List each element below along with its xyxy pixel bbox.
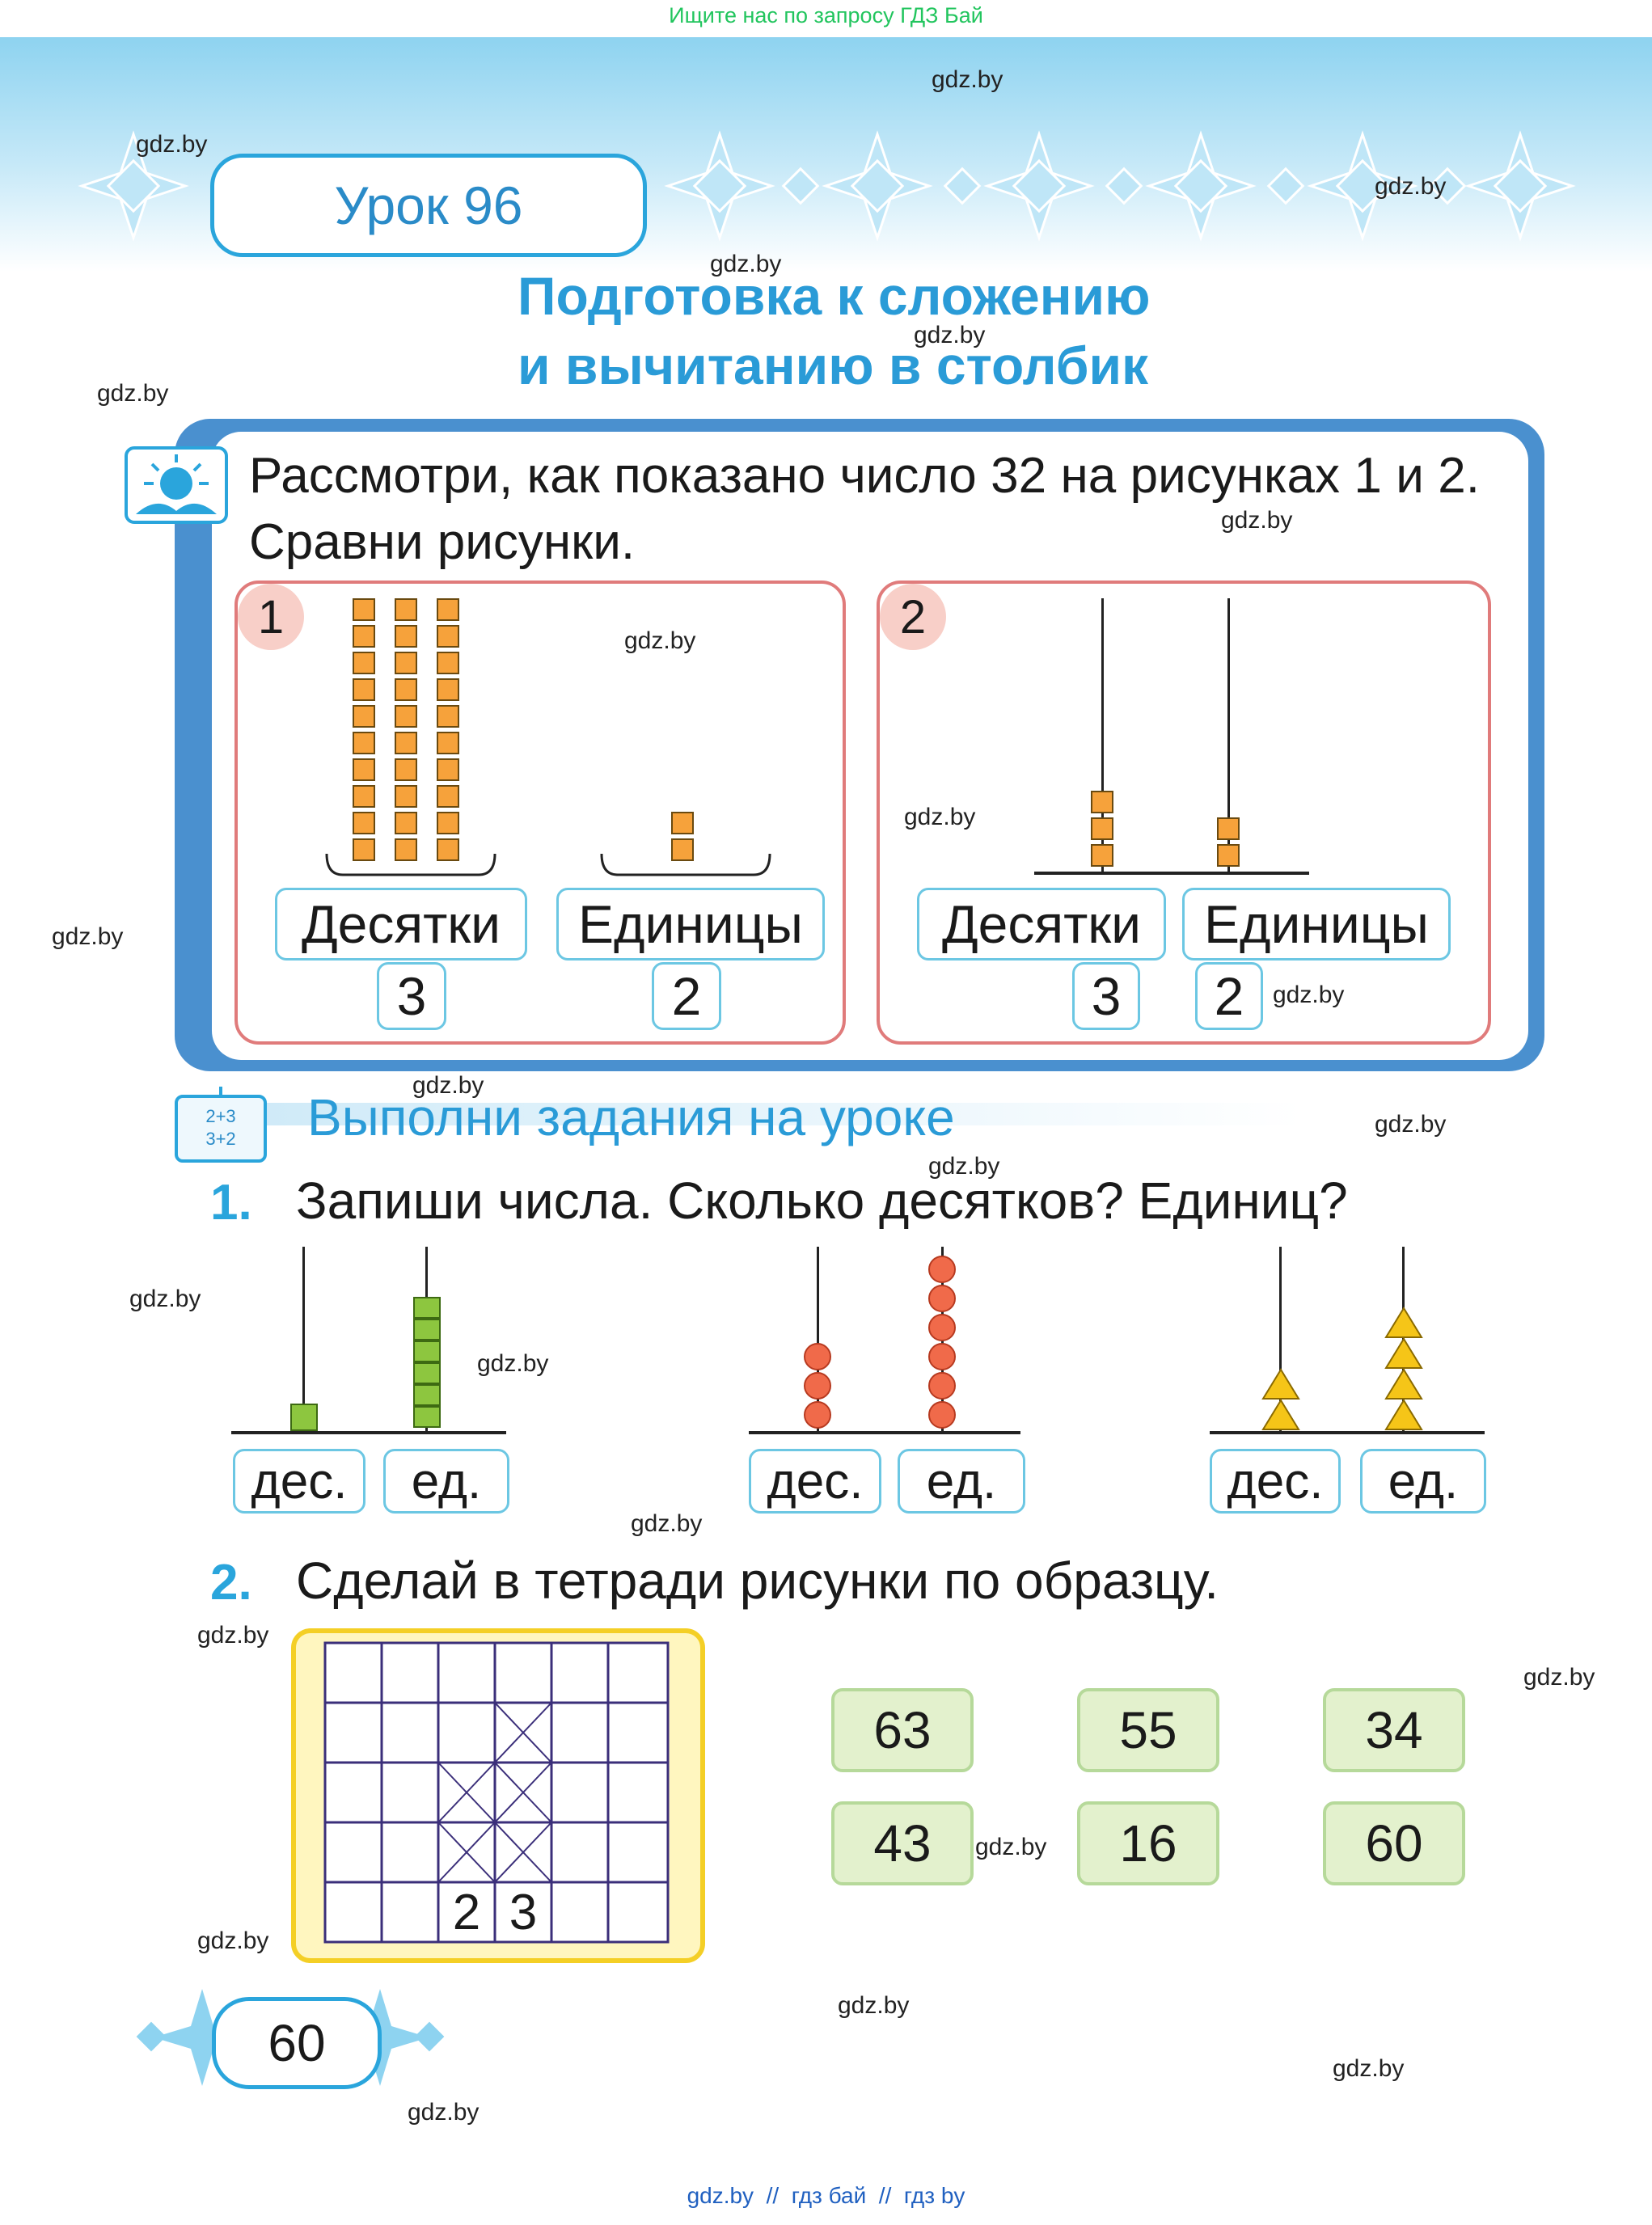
tens-label: Десятки xyxy=(275,888,527,961)
task-2-text: Сделай в тетради рисунки по образцу. xyxy=(296,1552,1219,1610)
book-sun-icon xyxy=(125,446,228,524)
heading-stripe xyxy=(251,1103,1302,1125)
board-icon-text-2: 3+2 xyxy=(205,1129,236,1149)
tens-square xyxy=(290,1404,318,1431)
watermark: gdz.by xyxy=(631,1510,703,1537)
tens-label: дес. xyxy=(1210,1449,1341,1514)
abacus-base xyxy=(1034,872,1309,875)
ones-rod-line xyxy=(1227,598,1230,873)
tens-beads xyxy=(804,1343,831,1429)
ones-label: ед. xyxy=(898,1449,1025,1514)
watermark: gdz.by xyxy=(904,804,976,830)
abacus-base xyxy=(1210,1431,1485,1434)
watermark: gdz.by xyxy=(1221,507,1293,534)
abacus-base xyxy=(231,1431,506,1434)
ones-label: ед. xyxy=(383,1449,509,1514)
watermark: gdz.by xyxy=(408,2099,480,2126)
watermark: gdz.by xyxy=(136,131,208,158)
lesson-tasks-heading: Выполни задания на уроке xyxy=(307,1088,955,1146)
board-icon-text-1: 2+3 xyxy=(205,1106,236,1126)
tens-rod-line xyxy=(302,1247,305,1433)
watermark: gdz.by xyxy=(52,923,124,950)
group-brackets xyxy=(325,853,771,876)
watermark: gdz.by xyxy=(624,627,696,654)
tens-value: 3 xyxy=(1072,962,1140,1030)
top-note: Ищите нас по запросу ГДЗ Бай xyxy=(669,3,983,27)
watermark: gdz.by xyxy=(914,322,986,348)
unit-cubes xyxy=(671,812,695,865)
task-2-number: 2. xyxy=(210,1555,252,1611)
ones-label: ед. xyxy=(1360,1449,1486,1514)
ones-triangles xyxy=(1384,1307,1423,1430)
watermark: gdz.by xyxy=(477,1350,549,1377)
tens-label: Десятки xyxy=(917,888,1166,961)
watermark: gdz.by xyxy=(928,1153,1000,1180)
task-1-text: Запиши числа. Сколько десятков? Единиц? xyxy=(296,1172,1348,1230)
abacus-base xyxy=(749,1431,1020,1434)
number-card: 63 xyxy=(831,1688,974,1772)
tens-triangles xyxy=(1261,1368,1300,1430)
task-1-number: 1. xyxy=(210,1175,252,1231)
tens-rod-line xyxy=(1101,598,1104,873)
watermark: gdz.by xyxy=(1375,173,1447,200)
figure-2-number: 2 xyxy=(880,584,946,650)
number-card: 60 xyxy=(1323,1801,1465,1885)
number-card: 34 xyxy=(1323,1688,1465,1772)
intro-text: Рассмотри, как показано число 32 на рису… xyxy=(249,448,1480,570)
ones-value: 2 xyxy=(652,962,721,1030)
tens-label: дес. xyxy=(749,1449,881,1514)
page-title-line1: Подготовка к сложению xyxy=(518,266,1151,326)
sample-digit-ones: 3 xyxy=(509,1885,538,1940)
page-number: 60 xyxy=(212,1997,382,2089)
tens-rod xyxy=(395,598,419,865)
lesson-number: Урок 96 xyxy=(210,154,647,257)
watermark: gdz.by xyxy=(1273,982,1345,1008)
ones-cubes xyxy=(1217,817,1241,871)
figure-1-number: 1 xyxy=(238,584,304,650)
watermark: gdz.by xyxy=(197,1927,269,1954)
number-card: 43 xyxy=(831,1801,974,1885)
watermark: gdz.by xyxy=(1523,1664,1595,1691)
ones-beads xyxy=(928,1256,956,1429)
watermark: gdz.by xyxy=(1375,1111,1447,1138)
ornament-snowflakes-icon xyxy=(78,130,1576,242)
ones-squares xyxy=(413,1297,441,1431)
tens-value: 3 xyxy=(377,962,446,1030)
watermark: gdz.by xyxy=(129,1286,201,1312)
ones-label: Единицы xyxy=(1182,888,1451,961)
tens-rod xyxy=(437,598,461,865)
tens-rod-line xyxy=(1279,1247,1282,1433)
board-icon xyxy=(175,1087,267,1163)
figure-2-panel xyxy=(877,581,1491,1045)
watermark: gdz.by xyxy=(197,1622,269,1649)
watermark: gdz.by xyxy=(412,1072,484,1099)
tens-cubes xyxy=(1091,791,1115,872)
number-card: 55 xyxy=(1077,1688,1219,1772)
tens-label: дес. xyxy=(233,1449,365,1514)
watermark: gdz.by xyxy=(975,1834,1047,1860)
tens-rod xyxy=(353,598,377,865)
ones-label: Единицы xyxy=(556,888,825,961)
watermark: gdz.by xyxy=(838,1992,910,2019)
watermark: gdz.by xyxy=(97,380,169,407)
watermark: gdz.by xyxy=(932,66,1003,93)
ones-value: 2 xyxy=(1195,962,1263,1030)
number-card: 16 xyxy=(1077,1801,1219,1885)
watermark: gdz.by xyxy=(710,251,782,277)
tens-rod-line xyxy=(817,1247,819,1433)
sample-grid xyxy=(323,1641,670,1944)
footer-links: gdz.by // гдз бай // гдз by xyxy=(687,2183,965,2208)
watermark: gdz.by xyxy=(1333,2055,1405,2082)
sample-digit-tens: 2 xyxy=(452,1885,481,1940)
page-title-line2: и вычитанию в столбик xyxy=(518,336,1149,395)
figure-1-panel xyxy=(234,581,846,1045)
